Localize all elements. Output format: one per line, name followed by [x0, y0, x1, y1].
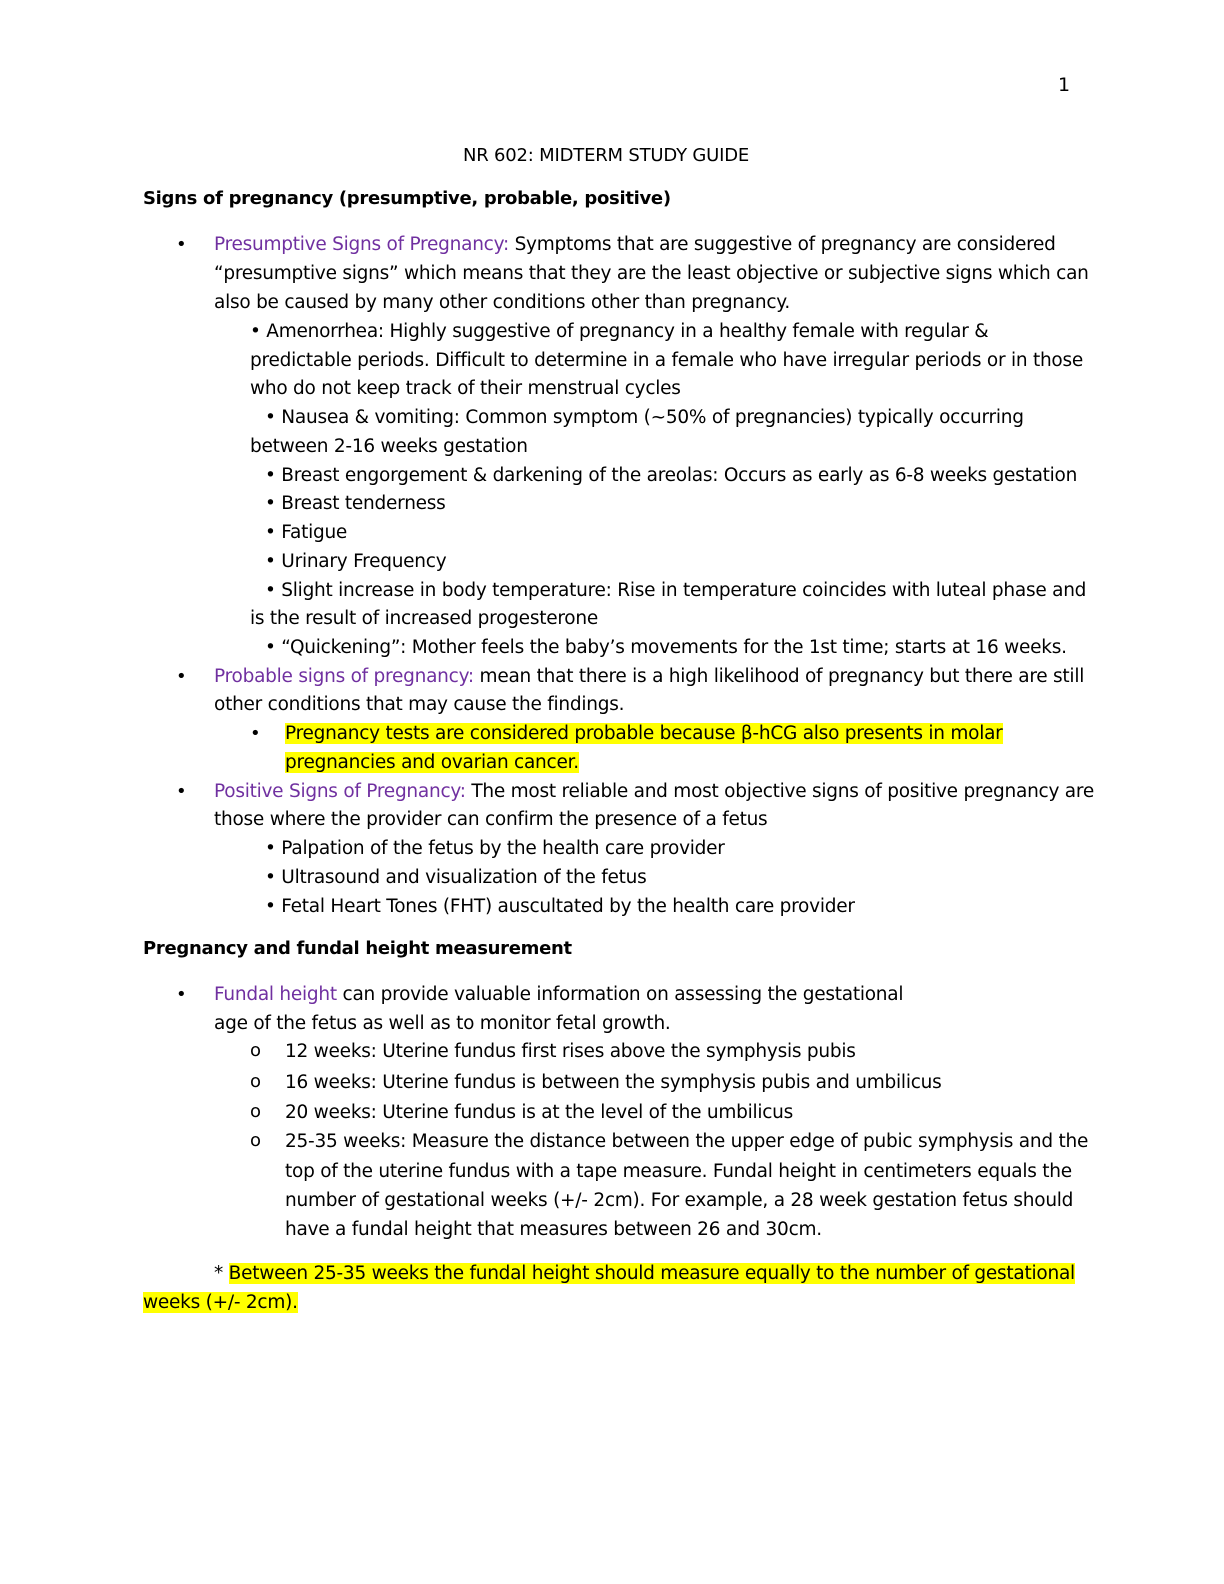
section-heading-fundal: Pregnancy and fundal height measurement [143, 938, 572, 959]
list-item-25-35-weeks: 25-35 weeks: Measure the distance betwee… [285, 1131, 1089, 1152]
highlighted-text: Between 25-35 weeks the fundal height sh… [228, 1263, 1075, 1284]
list-item-25-35-weeks-cont: number of gestational weeks (+/- 2cm). F… [285, 1190, 1074, 1211]
list-item-25-35-weeks-cont: top of the uterine fundus with a tape me… [285, 1161, 1072, 1182]
circle-bullet-icon: o [250, 1071, 262, 1092]
list-item-palpation: • Palpation of the fetus by the health c… [265, 838, 725, 859]
presumptive-line-3: also be caused by many other conditions … [214, 292, 790, 313]
list-item-temperature: • Slight increase in body temperature: R… [265, 580, 1087, 601]
positive-term: Positive Signs of Pregnancy: [214, 781, 466, 802]
probable-highlight-2: pregnancies and ovarian cancer. [285, 750, 579, 776]
bullet-icon: • [176, 666, 187, 687]
probable-line-1: Probable signs of pregnancy: mean that t… [214, 664, 1084, 690]
list-item-fht: • Fetal Heart Tones (FHT) auscultated by… [265, 896, 855, 917]
list-item-temperature-cont: is the result of increased progesterone [250, 608, 598, 629]
list-item-25-35-weeks-cont: have a fundal height that measures betwe… [285, 1219, 822, 1240]
highlighted-text: Pregnancy tests are considered probable … [285, 723, 1003, 744]
list-item-tenderness: • Breast tenderness [265, 493, 446, 514]
bullet-icon: • [250, 723, 261, 744]
fundal-term: Fundal height [214, 984, 337, 1005]
fundal-text: can provide valuable information on asse… [336, 984, 904, 1005]
list-item-fatigue: • Fatigue [265, 522, 348, 543]
fundal-line-2: age of the fetus as well as to monitor f… [214, 1013, 671, 1034]
list-item-nausea: • Nausea & vomiting: Common symptom (~50… [265, 407, 1024, 428]
list-item-amenorrhea-cont: who do not keep track of their menstrual… [250, 378, 681, 399]
list-item-12-weeks: 12 weeks: Uterine fundus first rises abo… [285, 1041, 856, 1062]
section-heading-signs: Signs of pregnancy (presumptive, probabl… [143, 188, 671, 209]
presumptive-term: Presumptive Signs of Pregnancy: [214, 234, 509, 255]
presumptive-text: Symptoms that are suggestive of pregnanc… [508, 234, 1056, 255]
note-line-1: * Between 25-35 weeks the fundal height … [214, 1261, 1075, 1287]
highlighted-text: pregnancies and ovarian cancer. [285, 752, 579, 773]
list-item-urinary: • Urinary Frequency [265, 551, 447, 572]
note-line-2: weeks (+/- 2cm). [143, 1290, 298, 1316]
probable-term: Probable signs of pregnancy: [214, 666, 474, 687]
page-number: 1 [1058, 74, 1071, 96]
bullet-icon: • [176, 984, 187, 1005]
note-asterisk: * [214, 1263, 229, 1284]
list-item-nausea-cont: between 2-16 weeks gestation [250, 436, 528, 457]
circle-bullet-icon: o [250, 1101, 262, 1122]
circle-bullet-icon: o [250, 1130, 262, 1151]
positive-line-1: Positive Signs of Pregnancy: The most re… [214, 779, 1094, 805]
highlighted-text: weeks (+/- 2cm). [143, 1292, 298, 1313]
list-item-amenorrhea: • Amenorrhea: Highly suggestive of pregn… [250, 321, 989, 342]
probable-highlight-1: Pregnancy tests are considered probable … [285, 721, 1003, 747]
presumptive-line-2: “presumptive signs” which means that the… [214, 263, 1089, 284]
probable-text: mean that there is a high likelihood of … [473, 666, 1085, 687]
positive-text: The most reliable and most objective sig… [465, 781, 1094, 802]
positive-line-2: those where the provider can confirm the… [214, 809, 768, 830]
presumptive-line-1: Presumptive Signs of Pregnancy: Symptoms… [214, 232, 1056, 258]
probable-line-2: other conditions that may cause the find… [214, 694, 625, 715]
list-item-breast: • Breast engorgement & darkening of the … [265, 465, 1078, 486]
list-item-ultrasound: • Ultrasound and visualization of the fe… [265, 867, 647, 888]
document-title: NR 602: MIDTERM STUDY GUIDE [462, 145, 750, 166]
list-item-20-weeks: 20 weeks: Uterine fundus is at the level… [285, 1102, 794, 1123]
list-item-16-weeks: 16 weeks: Uterine fundus is between the … [285, 1072, 942, 1093]
list-item-amenorrhea-cont: predictable periods. Difficult to determ… [250, 350, 1084, 371]
bullet-icon: • [176, 234, 187, 255]
circle-bullet-icon: o [250, 1040, 262, 1061]
list-item-quickening: • “Quickening”: Mother feels the baby’s … [265, 637, 1067, 658]
bullet-icon: • [176, 781, 187, 802]
fundal-line-1: Fundal height can provide valuable infor… [214, 982, 904, 1008]
